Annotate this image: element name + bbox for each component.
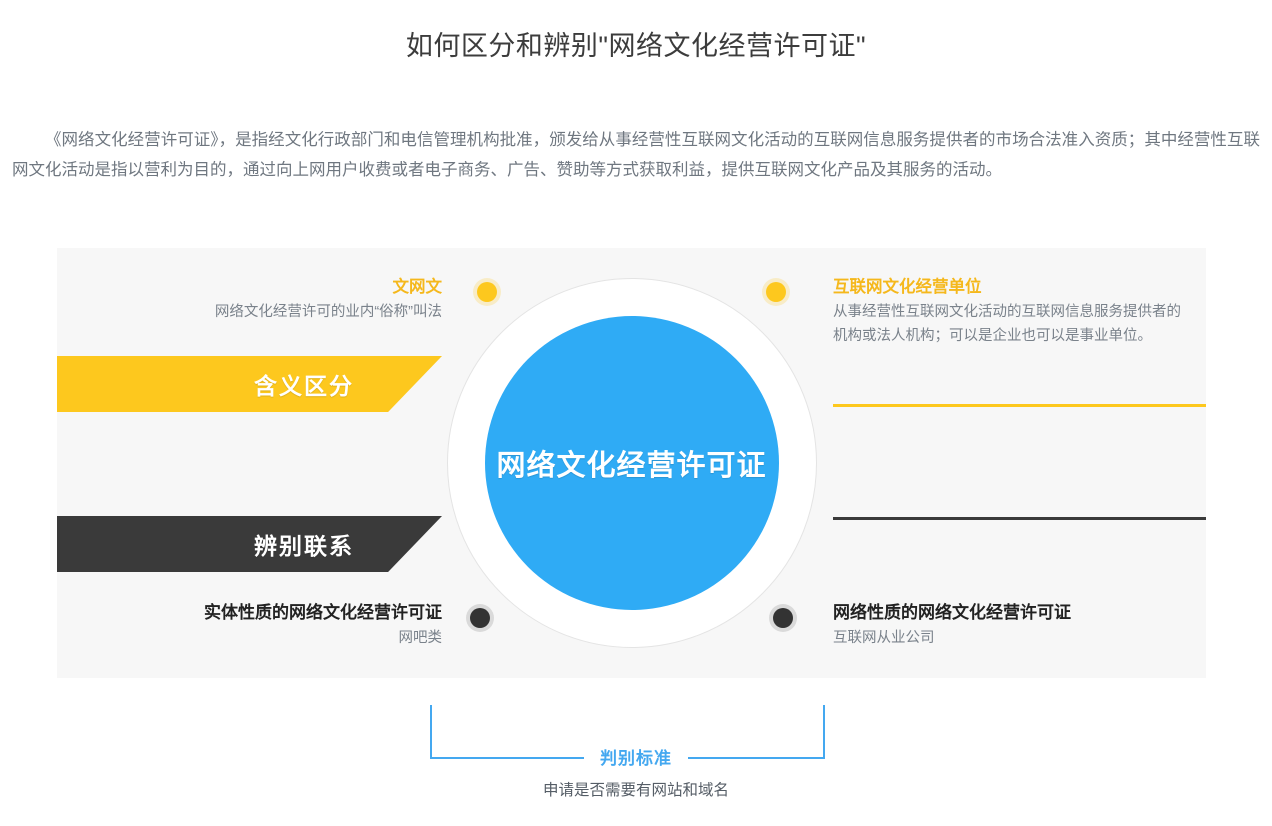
- ribbon-identification-relation: 辨别联系: [57, 516, 442, 572]
- ribbon-meaning-distinction-label: 含义区分: [254, 374, 354, 400]
- center-circle-label: 网络文化经营许可证: [496, 448, 767, 482]
- divider-line-dark: [833, 517, 1206, 520]
- ribbon-meaning-distinction: 含义区分: [57, 356, 442, 412]
- infographic-panel: 含义区分 辨别联系 网络文化经营许可证 文网文 网络文化经营许可的业内“俗称”叫…: [57, 248, 1206, 678]
- criterion-title: 判别标准: [0, 746, 1272, 772]
- page-title: 如何区分和辨别"网络文化经营许可证": [405, 31, 867, 62]
- criterion-title-label: 判别标准: [584, 746, 688, 772]
- connector-dot-top-left-icon: [477, 282, 497, 302]
- center-circle: 网络文化经营许可证: [484, 316, 779, 610]
- block-top-left-title: 文网文: [392, 278, 443, 296]
- ribbon-identification-relation-label: 辨别联系: [254, 534, 354, 560]
- criterion-desc: 申请是否需要有网站和域名: [542, 782, 729, 799]
- block-bottom-right-title: 网络性质的网络文化经营许可证: [833, 603, 1071, 622]
- block-top-left-desc: 网络文化经营许可的业内“俗称”叫法: [214, 304, 442, 320]
- block-top-right: 互联网文化经营单位 从事经营性互联网文化活动的互联网信息服务提供者的机构或法人机…: [833, 274, 1188, 348]
- block-bottom-right: 网络性质的网络文化经营许可证 互联网从业公司: [833, 600, 1193, 650]
- connector-dot-top-right-icon: [766, 282, 786, 302]
- block-top-left: 文网文 网络文化经营许可的业内“俗称”叫法: [97, 274, 442, 324]
- connector-dot-bottom-left-icon: [470, 608, 490, 628]
- block-top-right-desc: 从事经营性互联网文化活动的互联网信息服务提供者的机构或法人机构；可以是企业也可以…: [833, 304, 1181, 344]
- block-bottom-right-desc: 互联网从业公司: [833, 630, 935, 646]
- block-bottom-left-desc: 网吧类: [398, 630, 443, 646]
- block-bottom-left-title: 实体性质的网络文化经营许可证: [204, 603, 442, 622]
- block-bottom-left: 实体性质的网络文化经营许可证 网吧类: [97, 600, 442, 650]
- connector-dot-bottom-right-icon: [773, 608, 793, 628]
- intro-paragraph: 《网络文化经营许可证》，是指经文化行政部门和电信管理机构批准，颁发给从事经营性互…: [12, 130, 1260, 179]
- block-top-right-title: 互联网文化经营单位: [833, 278, 982, 296]
- divider-line-yellow: [833, 404, 1206, 407]
